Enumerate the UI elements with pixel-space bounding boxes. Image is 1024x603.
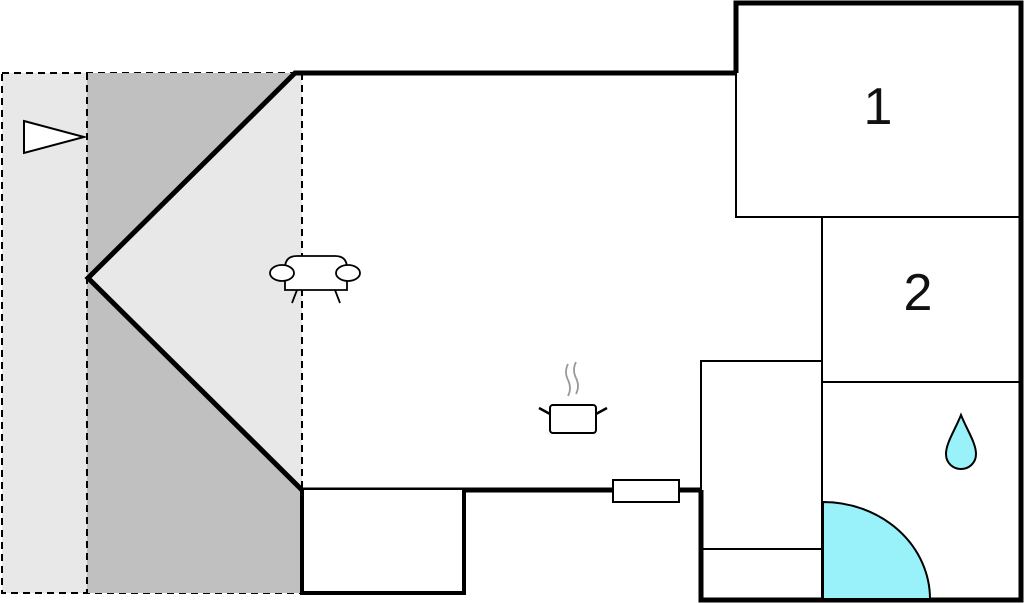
room-2-label: 2 — [904, 264, 933, 322]
utility-room — [700, 360, 823, 601]
room-1-label: 1 — [864, 78, 893, 136]
water-drop-icon — [944, 412, 978, 471]
sofa-icon — [269, 255, 361, 304]
shower-tray-icon — [822, 500, 932, 600]
terrace-inner — [87, 73, 302, 593]
direction-marker-icon — [23, 119, 88, 155]
window-element — [612, 479, 680, 503]
cooking-pot-icon — [538, 361, 608, 434]
storage-room — [300, 490, 466, 595]
